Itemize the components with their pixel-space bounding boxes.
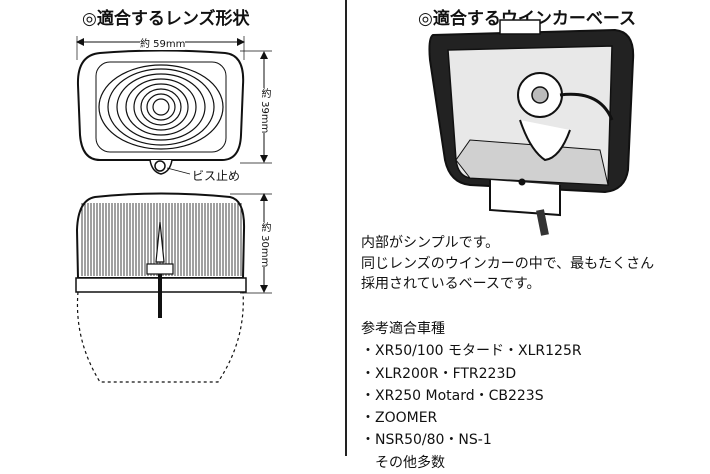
description-line: 内部がシンプルです。 — [361, 235, 500, 251]
model-item: ・XR50/100 モタード・XLR125R — [361, 343, 582, 360]
height-dimension-label: 約 39mm — [257, 88, 272, 134]
depth-dimension-label: 約 30mm — [257, 222, 272, 268]
screw-label: ビス止め — [192, 169, 241, 183]
model-item: ・ZOOMER — [361, 410, 438, 427]
model-item: ・XLR200R・FTR223D — [361, 365, 517, 382]
model-item: ・NSR50/80・NS-1 — [361, 432, 492, 449]
compatible-models: 参考適合車種 ・XR50/100 モタード・XLR125R ・XLR200R・F… — [361, 318, 582, 474]
divider — [345, 0, 347, 456]
base-title: ◎適合するウインカーベース — [418, 9, 636, 29]
lens-side-view — [75, 192, 272, 383]
models-heading: 参考適合車種 — [361, 321, 445, 337]
description-line: 採用されているベースです。 — [361, 276, 541, 292]
model-item: ・XR250 Motard・CB223S — [361, 387, 544, 404]
lens-front-view — [76, 36, 272, 175]
model-item: その他多数 — [361, 454, 445, 471]
illustrations — [75, 19, 635, 383]
description-line: 同じレンズのウインカーの中で、最もたくさん — [361, 255, 655, 272]
width-dimension-label: 約 59mm — [140, 35, 186, 50]
winker-base-illustration — [428, 19, 635, 236]
description: 内部がシンプルです。 同じレンズのウインカーの中で、最もたくさん 採用されている… — [361, 233, 654, 295]
lens-shape-title: ◎適合するレンズ形状 — [82, 9, 250, 29]
